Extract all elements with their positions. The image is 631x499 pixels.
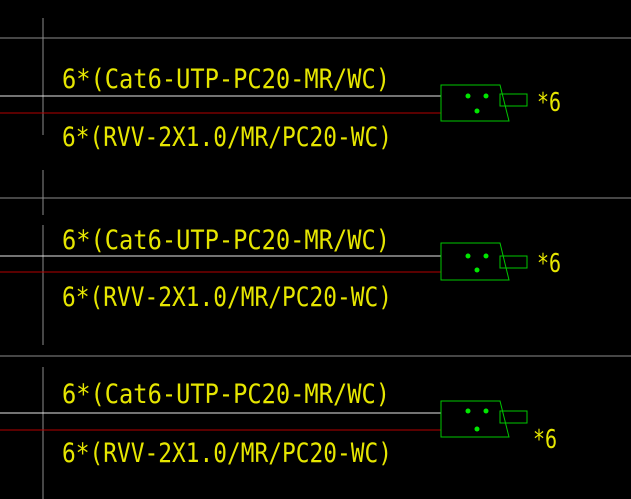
power-cable-label: 6*(RVV-2X1.0/MR/PC20-WC) [62,282,392,313]
cable-row-1: 6*(Cat6-UTP-PC20-MR/WC) 6*(RVV-2X1.0/MR/… [0,64,561,153]
camera-outlet-icon [440,400,528,438]
multiplier-label: *6 [537,249,561,279]
power-cable-label: 6*(RVV-2X1.0/MR/PC20-WC) [62,438,392,469]
terminal-dot [465,253,471,259]
cable-row-2: 6*(Cat6-UTP-PC20-MR/WC) 6*(RVV-2X1.0/MR/… [0,225,561,313]
terminal-dot [474,426,480,432]
terminal-dot [465,93,471,99]
data-cable-label: 6*(Cat6-UTP-PC20-MR/WC) [62,225,390,256]
terminal-dot [474,108,480,114]
cable-row-3: 6*(Cat6-UTP-PC20-MR/WC) 6*(RVV-2X1.0/MR/… [0,379,557,469]
terminal-dot [483,408,489,414]
terminal-dot [483,253,489,259]
data-cable-label: 6*(Cat6-UTP-PC20-MR/WC) [62,64,390,95]
data-cable-label: 6*(Cat6-UTP-PC20-MR/WC) [62,379,390,410]
terminal-dot [465,408,471,414]
multiplier-label: *6 [533,425,557,455]
camera-outlet-icon [440,242,528,281]
terminal-dot [474,267,480,273]
camera-outlet-icon [440,84,528,122]
power-cable-label: 6*(RVV-2X1.0/MR/PC20-WC) [62,122,392,153]
terminal-dot [483,93,489,99]
multiplier-label: *6 [537,88,561,118]
